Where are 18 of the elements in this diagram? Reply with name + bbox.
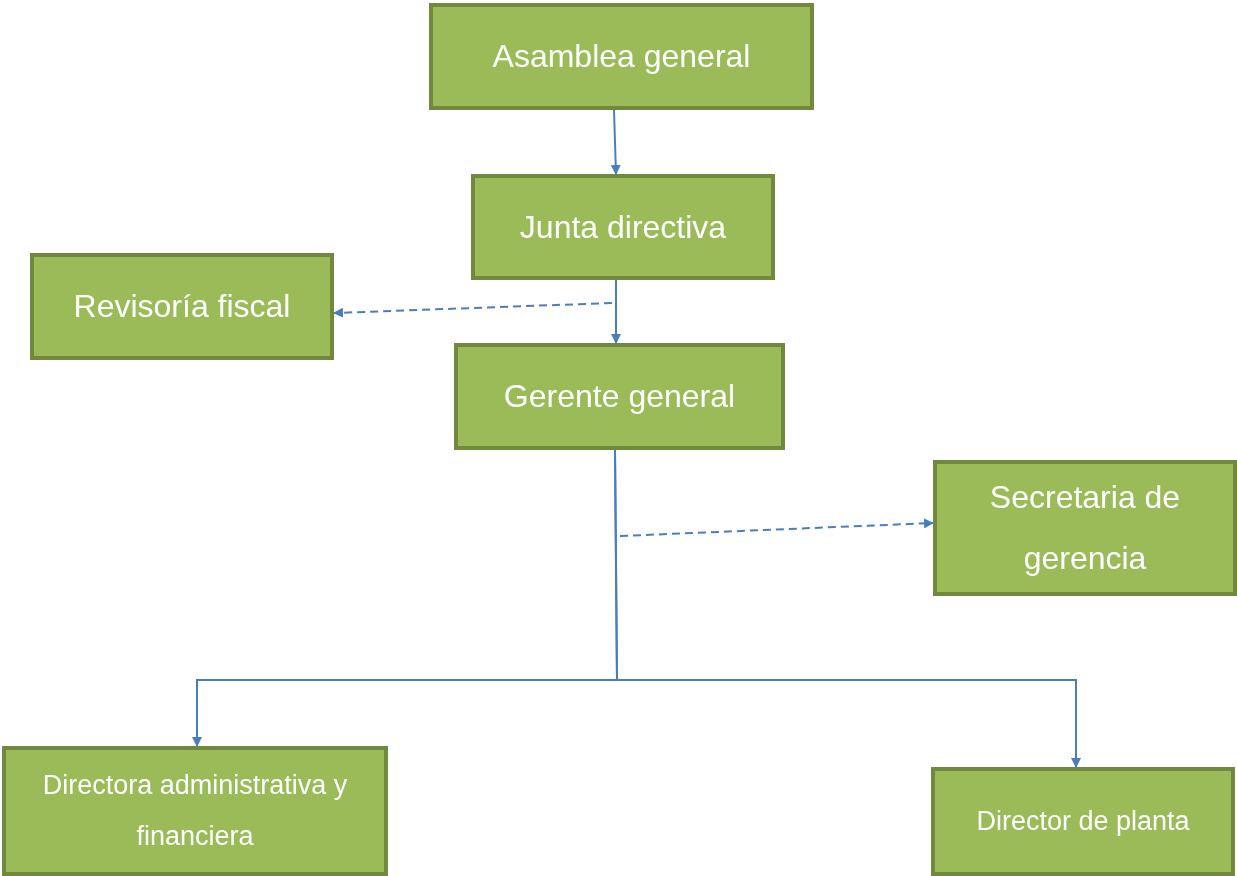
box-label: Director de planta (976, 804, 1190, 838)
org-box (931, 767, 1235, 876)
box-label: Directora administrativa y financiera (41, 768, 349, 853)
box-label: Secretaria de gerencia (988, 478, 1182, 578)
org-box (2, 746, 388, 876)
dashed-arrow (619, 518, 934, 537)
org-box (454, 343, 785, 450)
dashed-arrow (333, 302, 613, 318)
box-label: Asamblea general (492, 37, 751, 77)
arrow (611, 279, 621, 344)
org-box (471, 174, 775, 280)
org-box (933, 460, 1237, 596)
arrow (610, 109, 621, 175)
org-box (30, 253, 334, 360)
box-label: Gerente general (503, 377, 736, 417)
box-label: Junta directiva (519, 207, 727, 247)
org-box (429, 3, 814, 110)
box-label: Revisoría fiscal (73, 287, 291, 327)
